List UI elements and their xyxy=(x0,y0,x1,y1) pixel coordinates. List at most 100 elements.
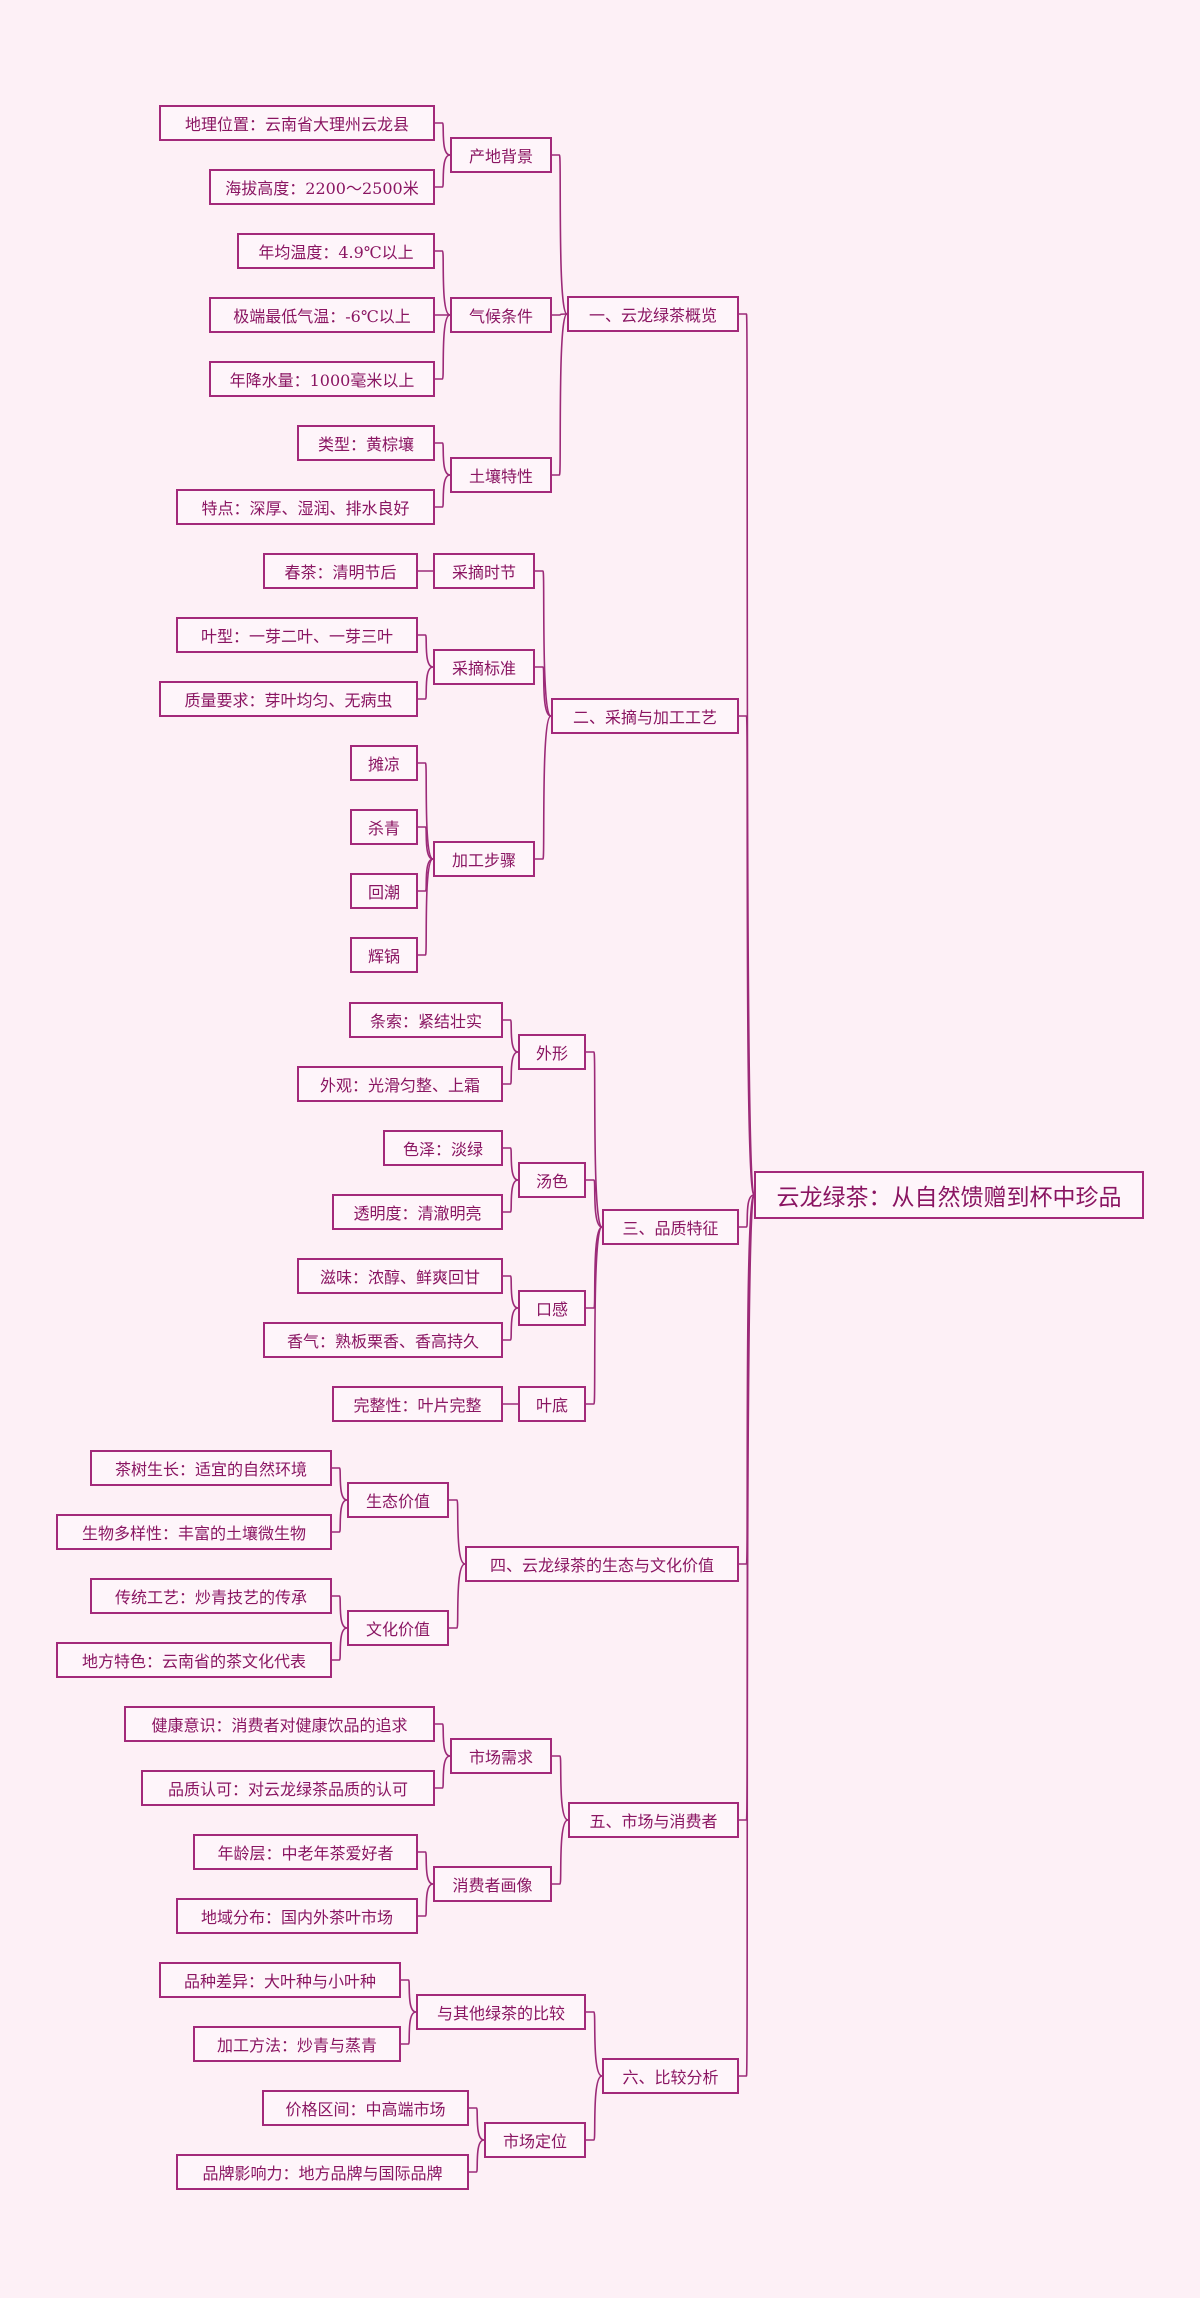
branch-node: 五、市场与消费者 xyxy=(568,1802,739,1838)
root-node: 云龙绿茶：从自然馈赠到杯中珍品 xyxy=(754,1171,1144,1219)
leaf-node: 透明度：清澈明亮 xyxy=(332,1194,503,1230)
connector-line xyxy=(535,570,552,717)
leaf-node: 滋味：浓醇、鲜爽回甘 xyxy=(297,1258,503,1294)
leaf-node: 叶型：一芽二叶、一芽三叶 xyxy=(176,617,418,653)
child-node: 采摘标准 xyxy=(433,649,535,685)
leaf-node: 极端最低气温：-6℃以上 xyxy=(209,297,435,333)
child-node: 产地背景 xyxy=(450,137,552,173)
connector-line xyxy=(469,2107,485,2141)
connector-line xyxy=(401,2011,417,2045)
leaf-node: 生物多样性：丰富的土壤微生物 xyxy=(56,1514,332,1550)
child-node: 外形 xyxy=(518,1034,586,1070)
leaf-node: 春茶：清明节后 xyxy=(263,553,418,589)
connector-line xyxy=(586,2075,603,2141)
connector-line xyxy=(449,1499,466,1565)
child-node: 采摘时节 xyxy=(433,553,535,589)
leaf-node: 地理位置：云南省大理州云龙县 xyxy=(159,105,435,141)
connector-line xyxy=(418,762,434,860)
child-node: 汤色 xyxy=(518,1162,586,1198)
branch-node: 二、采摘与加工工艺 xyxy=(551,698,739,734)
connector-line xyxy=(586,1179,603,1228)
leaf-node: 年降水量：1000毫米以上 xyxy=(209,361,435,397)
leaf-node: 特点：深厚、湿润、排水良好 xyxy=(176,489,435,525)
leaf-node: 完整性：叶片完整 xyxy=(332,1386,503,1422)
child-node: 市场定位 xyxy=(484,2122,586,2158)
child-node: 口感 xyxy=(518,1290,586,1326)
child-node: 生态价值 xyxy=(347,1482,449,1518)
connector-line xyxy=(552,1755,569,1821)
leaf-node: 类型：黄棕壤 xyxy=(297,425,435,461)
leaf-node: 摊凉 xyxy=(350,745,418,781)
connector-line xyxy=(332,1627,348,1661)
leaf-node: 年龄层：中老年茶爱好者 xyxy=(193,1834,418,1870)
connector-line xyxy=(435,250,451,316)
connector-line xyxy=(434,474,451,508)
connector-line xyxy=(435,442,451,476)
leaf-node: 外观：光滑匀整、上霜 xyxy=(297,1066,503,1102)
leaf-node: 健康意识：消费者对健康饮品的追求 xyxy=(124,1706,435,1742)
branch-node: 四、云龙绿茶的生态与文化价值 xyxy=(465,1546,739,1582)
leaf-node: 回潮 xyxy=(350,873,418,909)
leaf-node: 品种差异：大叶种与小叶种 xyxy=(159,1962,401,1998)
leaf-node: 加工方法：炒青与蒸青 xyxy=(193,2026,401,2062)
connector-line xyxy=(435,122,451,156)
connector-line xyxy=(435,1755,451,1789)
connector-line xyxy=(503,1147,519,1181)
leaf-node: 海拔高度：2200～2500米 xyxy=(209,169,435,205)
connector-line xyxy=(449,1563,466,1629)
leaf-node: 地方特色：云南省的茶文化代表 xyxy=(56,1642,332,1678)
leaf-node: 辉锅 xyxy=(350,937,418,973)
connector-line xyxy=(535,715,552,860)
child-node: 气候条件 xyxy=(450,297,552,333)
leaf-node: 条索：紧结壮实 xyxy=(349,1002,503,1038)
leaf-node: 质量要求：芽叶均匀、无病虫 xyxy=(159,681,418,717)
child-node: 市场需求 xyxy=(450,1738,552,1774)
connector-line xyxy=(418,666,434,700)
connector-line xyxy=(418,1883,434,1917)
leaf-node: 茶树生长：适宜的自然环境 xyxy=(90,1450,332,1486)
connector-line xyxy=(418,1851,434,1885)
connector-line xyxy=(552,154,568,315)
connector-line xyxy=(418,634,434,668)
connector-line xyxy=(503,1019,519,1053)
connector-line xyxy=(435,314,451,380)
connector-line xyxy=(535,666,552,717)
connector-line xyxy=(739,1194,755,2077)
child-node: 文化价值 xyxy=(347,1610,449,1646)
child-node: 叶底 xyxy=(518,1386,586,1422)
connector-line xyxy=(586,1226,603,1309)
connector-line xyxy=(552,1819,569,1885)
connector-line xyxy=(332,1595,348,1629)
child-node: 土壤特性 xyxy=(450,457,552,493)
branch-node: 六、比较分析 xyxy=(602,2058,739,2094)
connector-line xyxy=(739,715,755,1196)
child-node: 与其他绿茶的比较 xyxy=(416,1994,586,2030)
leaf-node: 品牌影响力：地方品牌与国际品牌 xyxy=(176,2154,469,2190)
connector-line xyxy=(739,1194,755,1228)
connector-line xyxy=(586,2011,603,2077)
branch-node: 一、云龙绿茶概览 xyxy=(567,296,739,332)
connector-line xyxy=(503,1179,519,1213)
connector-line xyxy=(332,1499,348,1533)
branch-node: 三、品质特征 xyxy=(602,1209,739,1245)
connector-line xyxy=(418,826,434,860)
leaf-node: 地域分布：国内外茶叶市场 xyxy=(176,1898,418,1934)
connector-line xyxy=(503,1275,519,1309)
leaf-node: 杀青 xyxy=(350,809,418,845)
connector-line xyxy=(332,1467,348,1501)
child-node: 加工步骤 xyxy=(433,841,535,877)
connector-line xyxy=(739,1194,755,1565)
leaf-node: 传统工艺：炒青技艺的传承 xyxy=(90,1578,332,1614)
connector-line xyxy=(552,313,568,316)
connector-line xyxy=(586,1051,603,1228)
connector-line xyxy=(552,313,568,476)
connector-line xyxy=(418,858,434,956)
connector-line xyxy=(435,1723,451,1757)
connector-line xyxy=(469,2139,485,2173)
leaf-node: 年均温度：4.9℃以上 xyxy=(237,233,435,269)
child-node: 消费者画像 xyxy=(433,1866,552,1902)
leaf-node: 价格区间：中高端市场 xyxy=(262,2090,469,2126)
connector-line xyxy=(586,1226,603,1405)
